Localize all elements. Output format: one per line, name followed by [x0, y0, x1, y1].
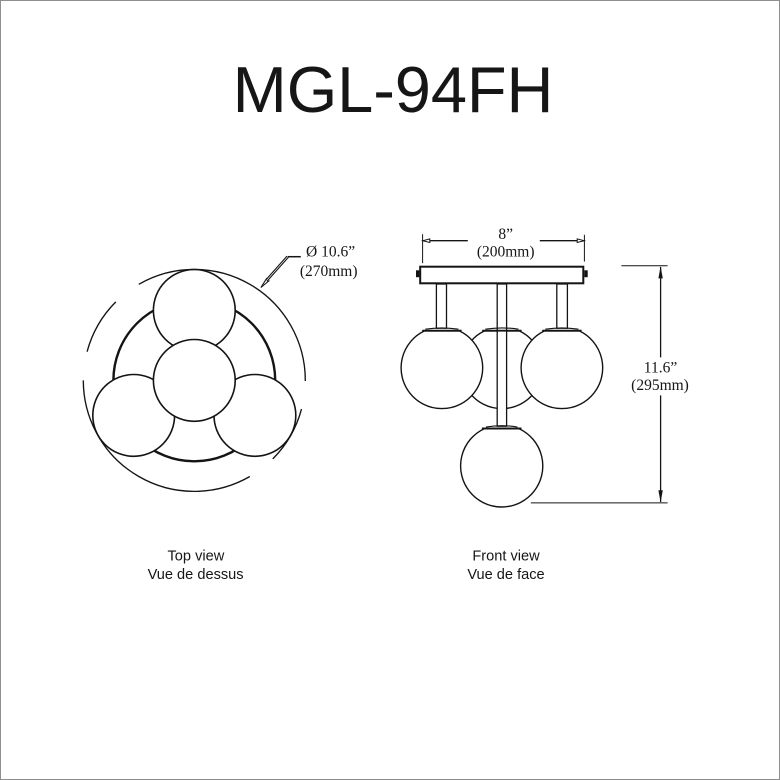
- svg-text:(270mm): (270mm): [300, 263, 358, 280]
- svg-text:(200mm): (200mm): [477, 243, 535, 260]
- svg-text:MGL-94FH: MGL-94FH: [233, 53, 554, 126]
- svg-text:Ø 10.6”: Ø 10.6”: [306, 244, 355, 261]
- svg-text:(295mm): (295mm): [631, 377, 689, 394]
- svg-text:Top view: Top view: [168, 549, 225, 565]
- svg-text:Vue de face: Vue de face: [467, 567, 544, 583]
- svg-text:Front view: Front view: [472, 549, 540, 565]
- svg-text:8”: 8”: [498, 226, 513, 243]
- svg-text:Vue de dessus: Vue de dessus: [148, 567, 244, 583]
- svg-text:11.6”: 11.6”: [644, 360, 678, 377]
